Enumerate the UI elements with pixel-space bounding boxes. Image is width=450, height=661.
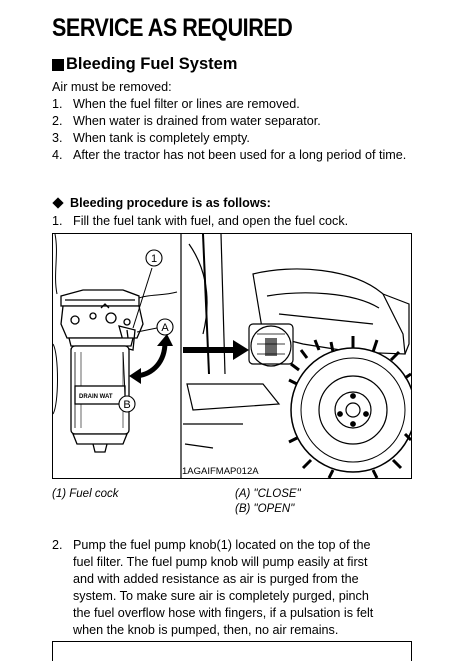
section-heading-text: Bleeding Fuel System bbox=[66, 55, 238, 73]
step-1: 1. Fill the fuel tank with fuel, and open… bbox=[52, 213, 348, 230]
list-number: 4. bbox=[52, 148, 63, 162]
next-section-box bbox=[52, 641, 412, 661]
list-number: 3. bbox=[52, 131, 63, 145]
figure-code: 1AGAIFMAP012A bbox=[182, 466, 259, 477]
list-text: When water is drained from water separat… bbox=[73, 114, 321, 128]
list-number: 1. bbox=[52, 97, 63, 111]
callout-1-circle bbox=[145, 249, 163, 267]
list-text: After the tractor has not been used for … bbox=[73, 148, 407, 162]
procedure-heading: Bleeding procedure is as follows: bbox=[52, 196, 271, 210]
page-title: SERVICE AS REQUIRED bbox=[52, 14, 293, 42]
caption-open: (B) "OPEN" bbox=[235, 503, 295, 515]
callout-b-leader bbox=[122, 351, 126, 395]
fuel-cock-figure: DRAIN WAT 1 A B bbox=[52, 233, 412, 479]
location-highlight bbox=[250, 325, 292, 367]
callout-1-label: 1 bbox=[151, 253, 157, 265]
intro-text: Air must be removed: bbox=[52, 80, 172, 94]
step-text: Pump the fuel pump knob(1) located on th… bbox=[73, 537, 418, 639]
figure-illustration: DRAIN WAT 1 A B bbox=[53, 234, 411, 478]
step-line: the fuel overflow hose with fingers, if … bbox=[73, 606, 374, 620]
callout-1-leader bbox=[132, 267, 153, 329]
section-heading: Bleeding Fuel System bbox=[52, 55, 237, 74]
procedure-heading-text: Bleeding procedure is as follows: bbox=[70, 196, 271, 210]
location-arrow-head bbox=[233, 340, 249, 360]
step-number: 2. bbox=[52, 538, 63, 552]
filter-label: DRAIN WAT bbox=[79, 394, 113, 400]
list-item: 3. When tank is completely empty. bbox=[52, 130, 422, 147]
list-number: 2. bbox=[52, 114, 63, 128]
step-line: and with added resistance as air is purg… bbox=[73, 572, 359, 586]
step-line: Pump the fuel pump knob(1) located on th… bbox=[73, 538, 371, 552]
fuel-filter-drawing bbox=[53, 234, 178, 453]
caption-close: (A) "CLOSE" bbox=[235, 488, 301, 500]
condition-list: 1. When the fuel filter or lines are remo… bbox=[52, 96, 422, 164]
black-square-icon bbox=[52, 58, 64, 71]
rotation-arrow bbox=[136, 341, 168, 379]
step-line: system. To make sure air is completely p… bbox=[73, 589, 369, 603]
list-item: 4. After the tractor has not been used fo… bbox=[52, 147, 422, 164]
callout-b-label: B bbox=[123, 399, 130, 411]
list-text: When tank is completely empty. bbox=[73, 131, 250, 145]
callout-a-label: A bbox=[161, 322, 169, 334]
front-tire-drawing bbox=[288, 336, 411, 478]
step-line: when the knob is pumped, then, no air re… bbox=[73, 623, 339, 637]
step-number: 1. bbox=[52, 214, 63, 228]
list-item: 2. When water is drained from water separ… bbox=[52, 113, 422, 130]
step-text: Fill the fuel tank with fuel, and open t… bbox=[73, 214, 349, 228]
arrow-head-left bbox=[129, 368, 141, 384]
arrow-head-up bbox=[157, 334, 173, 346]
list-text: When the fuel filter or lines are remove… bbox=[73, 97, 300, 111]
callout-b-circle bbox=[118, 395, 136, 413]
callout-a-circle bbox=[156, 318, 174, 336]
list-item: 1. When the fuel filter or lines are remo… bbox=[52, 96, 422, 113]
caption-fuel-cock: (1) Fuel cock bbox=[52, 488, 119, 500]
diamond-bullet-icon bbox=[52, 197, 64, 209]
callout-a-leader bbox=[136, 327, 158, 333]
step-line: fuel filter. The fuel pump knob will pum… bbox=[73, 555, 368, 569]
